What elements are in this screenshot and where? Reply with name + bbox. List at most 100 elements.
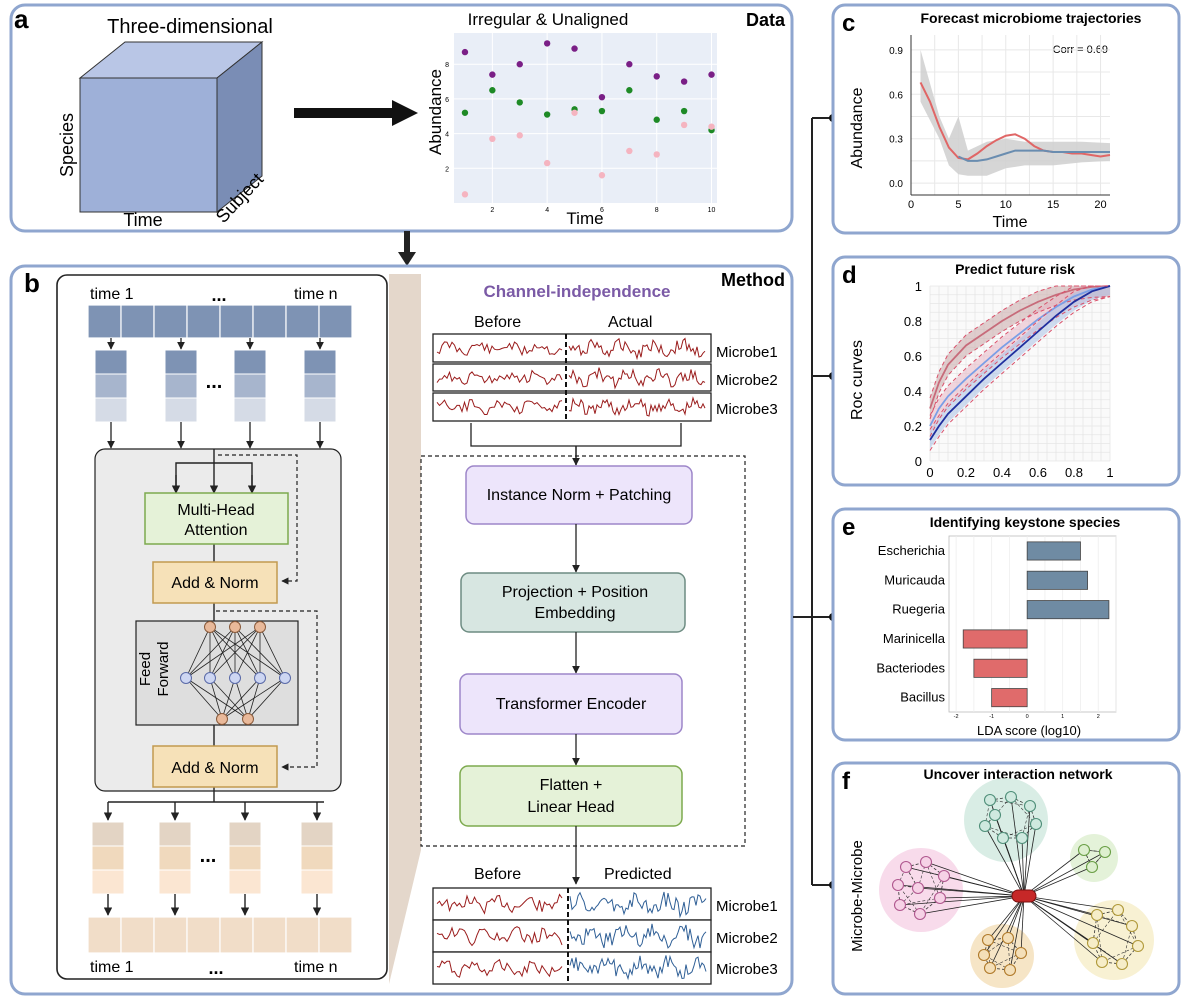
panel-d-ylabel: Roc curves [849,340,866,420]
network-edge [1010,796,1025,897]
output-sequence [87,916,353,954]
time-last-top: time n [294,286,338,303]
panel-c-title: Forecast microbiome trajectories [921,10,1142,26]
panel-e-title: Identifying keystone species [930,514,1121,530]
pipeline-dashed-box [420,455,746,847]
confidence-band [920,49,1110,176]
panel-d-title: Predict future risk [955,261,1075,277]
sequence-cell [186,916,221,954]
network-edge [1023,895,1094,944]
patch-cell [164,349,198,375]
network-node [1090,908,1104,922]
signal-row [432,363,712,392]
cluster-edge [899,904,921,915]
cluster-edge [925,861,945,877]
patch-cell [158,845,192,871]
network-node [1004,790,1018,804]
x-tick: 0 [1026,714,1029,720]
time-ellipsis-top: ... [211,285,226,305]
lda-bar [1026,541,1081,561]
scatter-point [626,87,633,94]
scatter-point [543,40,551,47]
network-node [983,793,997,807]
step-projection [460,572,686,633]
neural-net-icon [180,621,291,725]
add-norm-box-1 [152,561,278,604]
microbe-label-bottom-2: Microbe2 [716,930,778,947]
patch-cell [94,397,128,423]
roc-bound [929,285,1110,416]
panel-d-letter: d [842,262,857,289]
x-tick: -2 [954,714,959,720]
series-line [957,149,1110,162]
nn-edge [221,677,286,720]
y-tick: 0.2 [904,419,922,434]
sequence-cell [153,304,188,339]
cluster-edge [939,875,945,899]
nn-edge [221,677,236,720]
lda-bar [962,629,1028,649]
scatter-point [680,78,688,85]
sequence-cell [219,916,254,954]
nn-node [229,621,241,633]
panel-c: c Forecast microbiome trajectories Abund… [831,3,1181,235]
patch-cell [233,349,267,375]
nn-edge [209,626,261,679]
microbe-label-top-1: Microbe1 [716,344,778,361]
sequence-cell [318,916,353,954]
panel-e-xlabel: LDA score (log10) [977,723,1081,738]
y-tick: 1 [915,279,922,294]
scatter-ylabel: Abundance [426,69,445,155]
lda-bar-chart: EscherichiaMuricaudaRuegeriaMarinicellaB… [876,535,1117,720]
patch-cell [300,869,334,895]
nn-node [204,672,216,684]
data-arrow [294,100,418,126]
step-4-label-2: Linear Head [527,799,614,816]
nn-edge [209,677,223,720]
signal-before [436,341,563,357]
nn-edge [247,677,286,720]
roc-curve [929,285,1111,441]
category-label: Muricauda [884,572,945,587]
before-label-top: Before [474,314,521,331]
network-edge [925,861,1025,897]
network-node [919,855,933,869]
microbe-label-bottom-3: Microbe3 [716,961,778,978]
network-node [1131,939,1145,953]
nn-edge [185,677,223,720]
scatter-point [680,107,688,115]
roc-curve [929,285,1111,427]
sequence-cell [153,916,188,954]
signal-predicted [569,923,707,950]
roc-bound [929,296,1111,437]
scatter-point [489,71,496,78]
step-1-label: Instance Norm + Patching [487,487,672,504]
sequence-cell [120,304,155,339]
nn-edge [259,626,286,679]
scatter-xtick: 2 [490,207,494,214]
nn-node [180,672,192,684]
signal-before [436,369,563,386]
nn-edge [209,677,249,720]
signal-actual [568,396,706,417]
network-node [1014,946,1028,960]
scatter-point [516,99,523,106]
network-node [981,933,995,947]
sequence-cell [285,304,320,339]
panel-e: e Identifying keystone species LDA score… [831,507,1181,742]
signal-row [432,392,712,422]
x-tick: 1 [1061,714,1064,720]
network-edge [987,895,1025,941]
x-tick: 15 [1047,199,1059,211]
x-tick: 20 [1094,199,1106,211]
nn-node [204,621,216,633]
panel-c-ylabel: Abundance [849,87,866,168]
scatter-point [461,48,469,56]
panel-a-title: Data [746,10,786,30]
cluster-edge [1096,914,1103,963]
network-node [1003,963,1017,977]
category-label: Marinicella [883,631,946,646]
